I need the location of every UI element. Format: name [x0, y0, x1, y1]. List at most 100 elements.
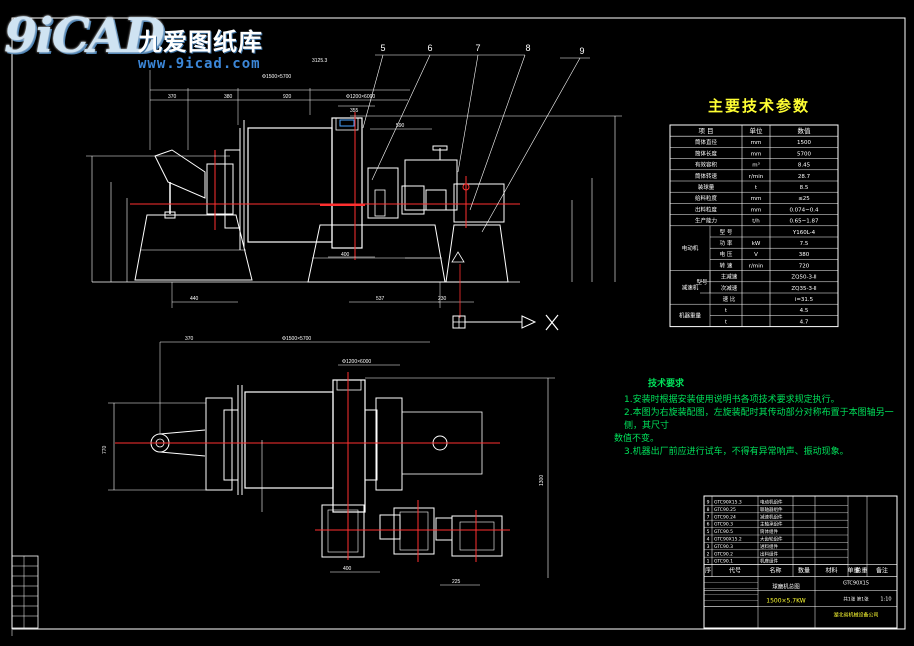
balloon-6: 6: [427, 43, 432, 53]
notes-title: 技术要求: [648, 379, 685, 389]
part-name: 进料组件: [760, 543, 778, 550]
part-code: GTC90X15.2: [714, 537, 742, 543]
part-no: 4: [707, 537, 710, 543]
part-code: GTC90.2: [714, 551, 733, 557]
dim-230: 230: [438, 296, 447, 302]
param-name: 主减速: [721, 273, 738, 281]
part-name: 大齿轮组件: [760, 536, 783, 543]
param-value: 720: [799, 263, 810, 269]
part-code: GTC90.3: [714, 544, 733, 550]
mill-shell: [247, 127, 333, 243]
param-name: 速 比: [723, 295, 736, 303]
title-block-header: 备注: [876, 567, 888, 575]
param-value: 0.65~1.87: [789, 219, 819, 225]
group-reducer-label: 减速机: [682, 283, 699, 291]
part-code: GTC90.25: [714, 507, 736, 513]
balloon-8: 8: [525, 43, 530, 53]
part-code: GTC90.5: [714, 529, 733, 535]
param-value: 7.5: [800, 241, 809, 247]
dim-380: 380: [224, 94, 233, 100]
front-view: [86, 54, 622, 331]
title-block-header: 总重: [855, 567, 867, 575]
dim-plan-small: Φ1200×6000: [342, 359, 371, 365]
logo-brand: 九爱图纸库: [138, 28, 263, 56]
param-unit: V: [754, 252, 758, 258]
part-no: 6: [707, 522, 710, 528]
motor: [453, 183, 505, 223]
dim-top-overall: 3125.3: [312, 58, 328, 64]
param-name: 型 号: [720, 228, 733, 236]
note-1: 1.安装时根据安装使用说明书各项技术要求规定执行。: [624, 395, 840, 405]
plan-motor: [451, 515, 503, 557]
balloon-5: 5: [380, 43, 385, 53]
table-header: 项 目: [698, 127, 713, 135]
reducer: [404, 159, 458, 211]
dim-plan-770: 770: [102, 445, 108, 454]
param-unit: mm: [751, 196, 762, 202]
part-name: 联轴器组件: [760, 506, 783, 513]
part-code: GTC90.1: [714, 559, 733, 565]
param-value: i=31.5: [795, 297, 814, 303]
param-value: 380: [799, 252, 810, 258]
param-name: 给料粒度: [695, 194, 718, 202]
dim-shell: Φ1500×5700: [262, 74, 291, 80]
group-motor-label: 电动机: [682, 244, 699, 252]
note-2-cont: 数值不变。: [614, 434, 660, 444]
logo-url[interactable]: www.9icad.com: [138, 56, 261, 72]
param-name: 电 压: [720, 250, 733, 258]
param-value: 1500: [797, 140, 811, 146]
dim-355: 355: [350, 108, 359, 114]
dim-plan-1300: 1300: [539, 475, 545, 486]
title-block-header: 名称: [769, 567, 781, 575]
dim-440: 440: [190, 296, 199, 302]
param-value: 4.5: [800, 308, 809, 314]
title-block-header: 序: [705, 567, 711, 575]
part-no: 9: [707, 500, 710, 506]
param-name: 筒体长度: [695, 149, 718, 157]
param-unit: t/h: [752, 219, 760, 225]
part-code: GTC90.3: [714, 522, 733, 528]
param-value: 5700: [797, 151, 811, 157]
logo-mark: 9iCAD: [4, 8, 165, 64]
title-block-header: 材料: [825, 567, 837, 575]
part-code: GTC90X15.3: [714, 500, 742, 506]
feeder: [154, 149, 206, 199]
drawing-frame: [11, 17, 906, 630]
note-2: 2.本图为右旋装配图，左旋装配时其传动部分对称布置于本图轴另一侧，其尺寸: [624, 408, 894, 431]
param-value: ZQ50-3-Ⅱ: [791, 275, 817, 281]
part-no: 8: [707, 507, 710, 513]
part-name: 减速机组件: [760, 513, 783, 520]
sheet-count: 共1张 第1张: [843, 596, 869, 603]
param-value: 8.5: [800, 185, 809, 191]
part-no: 1: [707, 559, 710, 565]
param-value: 4.7: [800, 319, 809, 325]
dim-plan-225: 225: [452, 579, 461, 585]
dim-small: Φ1200×6000: [346, 94, 375, 100]
dim-537: 537: [376, 296, 385, 302]
dim-plan-top: Φ1500×5700: [282, 336, 311, 342]
param-unit: r/min: [749, 263, 764, 269]
param-name: 生产能力: [695, 217, 717, 225]
part-no: 7: [707, 514, 710, 520]
param-value: ZQ35-3-Ⅱ: [791, 286, 817, 292]
part-name: 电动机组件: [760, 499, 783, 506]
param-unit: mm: [751, 151, 762, 157]
param-name: 出料粒度: [695, 205, 718, 213]
param-unit: mm: [751, 140, 762, 146]
param-unit: t: [725, 319, 728, 325]
balloon-7: 7: [475, 43, 480, 53]
dim-plan-370: 370: [185, 336, 194, 342]
note-3: 3.机器出厂前应进行试车，不得有异常响声、振动现象。: [624, 447, 849, 457]
balloon-9: 9: [579, 46, 584, 56]
title-block-header: 数量: [798, 567, 810, 575]
param-unit: t: [755, 185, 758, 191]
param-unit: m³: [752, 162, 760, 169]
part-name: 机座组件: [760, 558, 778, 565]
site-logo[interactable]: 9iCAD 九爱图纸库 www.9icad.com: [0, 6, 300, 76]
table-header: 数值: [798, 126, 812, 135]
param-value: ≤25: [798, 196, 810, 202]
param-name: 功 率: [720, 239, 733, 247]
param-unit: t: [725, 308, 728, 314]
param-name: 装球量: [698, 183, 715, 191]
